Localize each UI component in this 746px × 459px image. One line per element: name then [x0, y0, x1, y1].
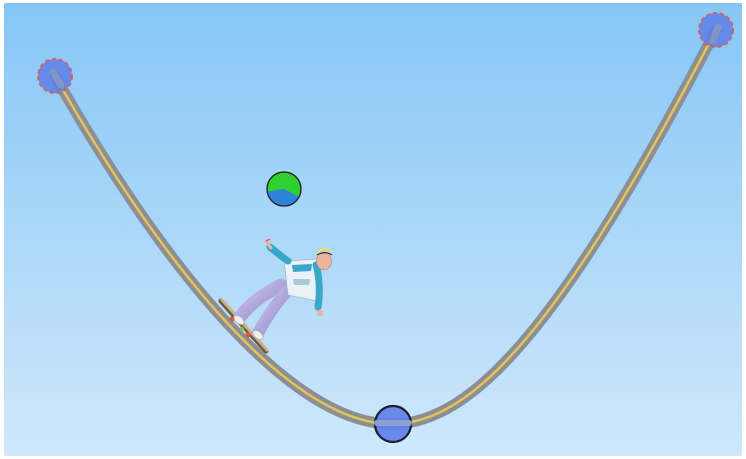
sky-background — [4, 3, 742, 456]
skater-jacket-stripe — [293, 279, 310, 285]
wheel-icon — [229, 316, 235, 322]
control-point-left-end[interactable] — [37, 58, 73, 94]
skater[interactable] — [218, 238, 333, 354]
skater-arm-right — [312, 261, 323, 311]
skater-leg-back — [233, 278, 288, 324]
simulation-canvas[interactable] — [4, 3, 742, 456]
skater-shoe — [233, 315, 245, 325]
skater-leg-front — [252, 283, 295, 339]
control-point-right-end[interactable] — [698, 12, 734, 48]
kinetic-energy-slice — [267, 189, 300, 207]
skate-park-scene[interactable] — [4, 3, 742, 456]
skater-jacket-stripe — [292, 264, 312, 272]
skater-head — [316, 247, 333, 271]
energy-pie-chart[interactable] — [266, 171, 302, 207]
control-point-bottom[interactable] — [373, 404, 413, 444]
wheel-icon — [245, 332, 251, 338]
wheel-icon — [239, 326, 245, 332]
skater-shoe — [252, 330, 264, 340]
skateboard[interactable] — [218, 298, 269, 354]
